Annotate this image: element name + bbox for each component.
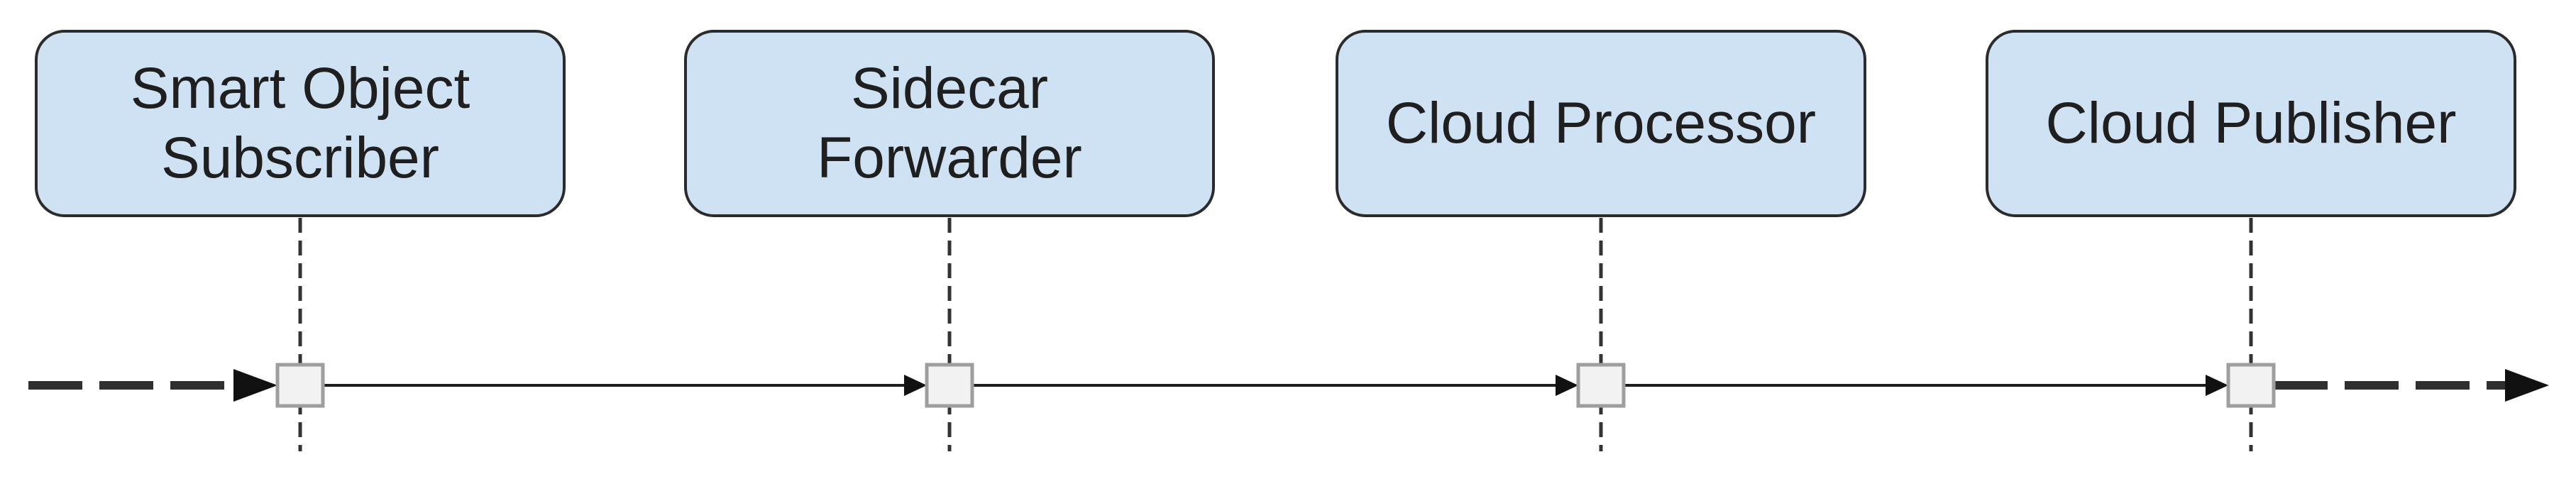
actor-label-smart-object-subscriber: Smart Object Subscriber [130, 55, 470, 190]
actor-box-smart-object-subscriber: Smart Object Subscriber [35, 30, 566, 217]
arrowhead-external-in [233, 369, 277, 402]
timeline-node-cloud-publisher [2226, 363, 2276, 408]
timeline-node-sidecar-forwarder [925, 363, 974, 408]
arrowhead-forwarder-to-processor [1556, 375, 1578, 396]
arrowhead-subscriber-to-forwarder [904, 375, 927, 396]
timeline-node-cloud-processor [1576, 363, 1626, 408]
arrowhead-processor-to-publisher [2206, 375, 2228, 396]
arrowhead-external-out [2505, 369, 2549, 402]
actor-label-cloud-publisher: Cloud Publisher [2045, 90, 2457, 155]
actor-box-cloud-publisher: Cloud Publisher [1986, 30, 2516, 217]
actor-box-sidecar-forwarder: Sidecar Forwarder [684, 30, 1215, 217]
actor-box-cloud-processor: Cloud Processor [1336, 30, 1866, 217]
actor-label-sidecar-forwarder: Sidecar Forwarder [817, 55, 1082, 190]
timeline-node-smart-object-subscriber [275, 363, 325, 408]
actor-label-cloud-processor: Cloud Processor [1385, 90, 1817, 155]
